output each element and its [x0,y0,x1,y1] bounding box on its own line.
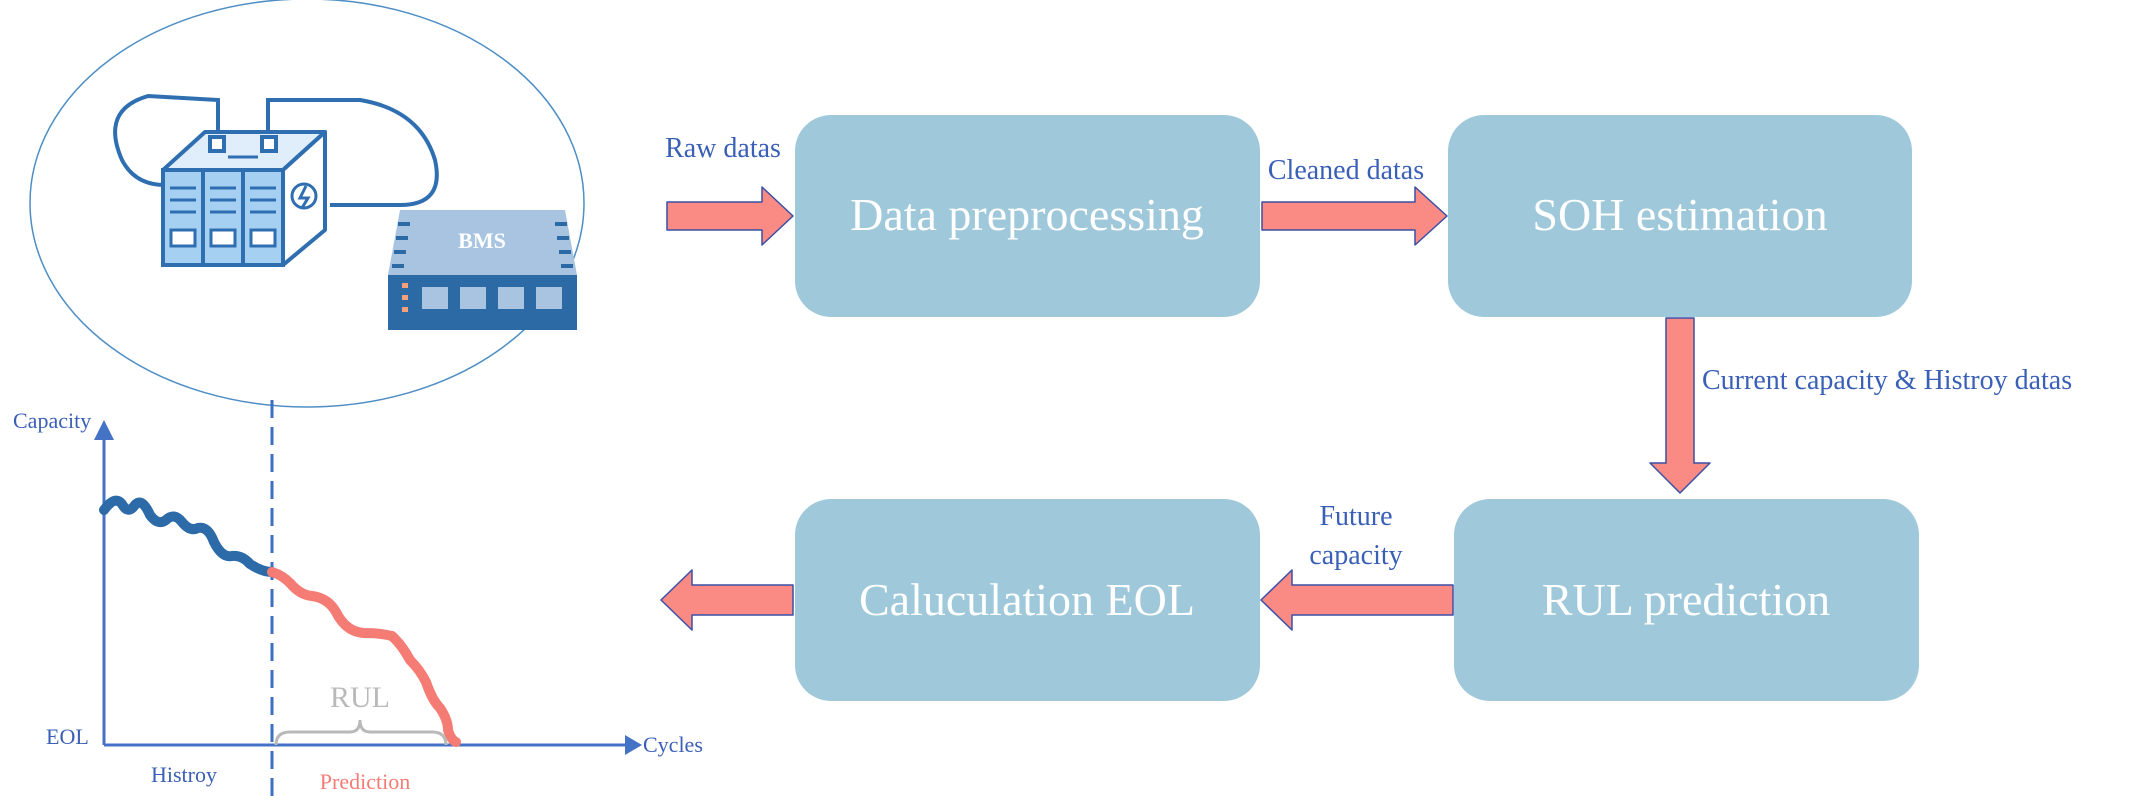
label-capacity: capacity [1309,540,1402,571]
rul-bracket [274,719,448,746]
arrow-raw [666,186,794,246]
prediction-curve [267,567,461,747]
capacity-graph: RUL Capacity Cycles EOL Histroy Predicti… [13,400,703,805]
eol-label: EOL [46,724,89,749]
battery-pack-icon [113,93,439,267]
label-raw-datas: Raw datas [665,133,781,164]
box-preprocess: Data preprocessing [795,115,1260,317]
box-rul-label: RUL prediction [1542,574,1830,625]
hardware-ellipse [29,0,585,408]
box-eol-label: Caluculation EOL [859,574,1195,625]
box-preprocess-label: Data preprocessing [850,189,1204,240]
box-rul: RUL prediction [1454,499,1919,701]
arrow-output [660,569,794,631]
arrow-future [1260,569,1454,631]
x-axis-arrowhead [625,735,642,755]
prediction-label: Prediction [320,769,410,794]
arrow-current [1649,317,1711,494]
box-soh: SOH estimation [1448,115,1912,317]
label-cleaned-datas: Cleaned datas [1268,155,1424,186]
history-label: Histroy [151,762,217,787]
y-axis-arrowhead [94,420,114,440]
ylabel-capacity: Capacity [13,408,91,433]
label-future: Future [1319,501,1392,532]
box-soh-label: SOH estimation [1532,189,1827,240]
label-current-capacity: Current capacity & Histroy datas [1702,365,2072,396]
bms-device-icon: BMS [388,210,577,330]
history-curve [99,495,277,577]
box-eol: Caluculation EOL [795,499,1260,701]
rul-label: RUL [330,681,390,714]
bms-label: BMS [458,228,506,253]
hardware-group: BMS [29,0,585,408]
arrow-cleaned [1261,186,1448,246]
xlabel-cycles: Cycles [643,732,703,757]
